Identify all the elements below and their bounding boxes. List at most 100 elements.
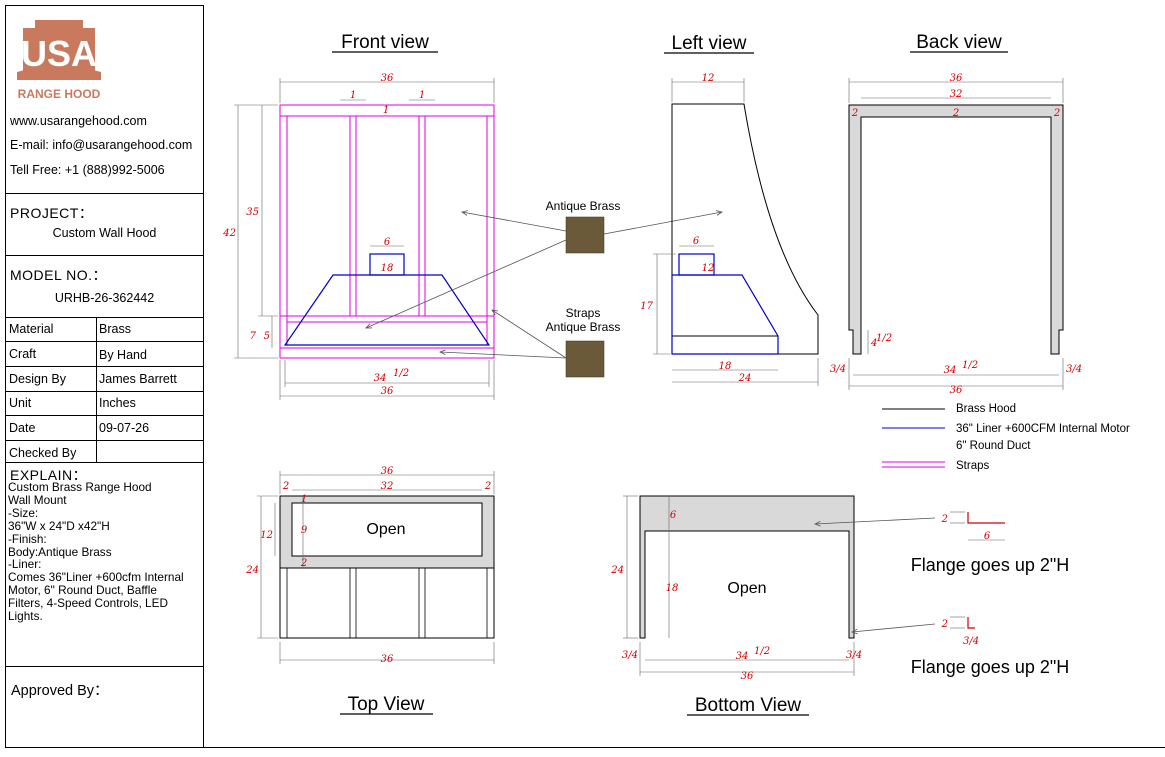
dim-left-depth-liner: 18 bbox=[719, 361, 732, 372]
spec-value-craft: By Hand bbox=[99, 348, 147, 362]
legend-liner-line2: 6" Round Duct bbox=[956, 440, 1031, 452]
dim-flange1-height: 2 bbox=[941, 514, 948, 525]
dim-back-width-bottom: 36 bbox=[950, 385, 963, 396]
model-value: URHB-26-362442 bbox=[54, 291, 155, 305]
dim-back-width-bottom-inner: 34 bbox=[944, 365, 957, 376]
spec-value-design-by: James Barrett bbox=[99, 372, 177, 386]
divider bbox=[6, 462, 203, 463]
bottom-view: Open 6 18 24 3/4 34 1/2 3/4 36 bbox=[610, 495, 936, 682]
divider bbox=[6, 193, 203, 194]
callout-antique-brass: Antique Brass bbox=[546, 199, 621, 213]
usa-range-hood-logo: USA RANGE HOOD bbox=[17, 20, 101, 101]
flange1-note: Flange goes up 2"H bbox=[911, 555, 1070, 575]
straps-brass-swatch bbox=[565, 340, 605, 378]
spec-key-checked-by: Checked By bbox=[9, 446, 77, 460]
dim-bottom-depth-6: 6 bbox=[670, 510, 677, 521]
flange2-note: Flange goes up 2"H bbox=[911, 657, 1070, 677]
dim-top-side-left: 2 bbox=[282, 481, 289, 492]
dim-front-height-7: 7 bbox=[250, 331, 257, 342]
divider bbox=[6, 255, 203, 256]
dim-bottom-width: 36 bbox=[741, 671, 754, 682]
dim-back-width-bottom-inner-fraction: 1/2 bbox=[962, 360, 978, 371]
spec-key-unit: Unit bbox=[9, 396, 32, 410]
explain-text: Custom Brass Range Hood Wall Mount -Size… bbox=[8, 480, 184, 624]
dim-top-width: 36 bbox=[381, 466, 394, 477]
top-view-title: Top View bbox=[348, 694, 425, 715]
dim-front-width-inner-fraction: 1/2 bbox=[393, 368, 409, 379]
dim-front-height-5: 5 bbox=[264, 331, 270, 342]
dim-back-width-top: 36 bbox=[950, 73, 963, 84]
back-view: 36 32 2 2 2 4 1/2 3/4 34 1/2 3/4 36 bbox=[830, 73, 1082, 396]
dim-bottom-width-inner-fraction: 1/2 bbox=[754, 646, 770, 657]
dim-front-liner-width: 18 bbox=[381, 263, 394, 274]
dim-bottom-width-inner: 34 bbox=[736, 651, 749, 662]
dim-top-depth-24: 24 bbox=[245, 565, 259, 576]
dim-back-side-right: 2 bbox=[1053, 108, 1060, 119]
dim-top-open-depth: 9 bbox=[301, 525, 308, 536]
dim-flange2-height: 2 bbox=[941, 619, 948, 630]
dim-front-width-top: 36 bbox=[381, 73, 394, 84]
logo-brand: USA bbox=[21, 33, 97, 74]
top-view: Open 36 32 2 2 1 9 2 12 24 36 bbox=[245, 466, 495, 665]
top-view-open-label: Open bbox=[366, 521, 405, 538]
approved-by-label: Approved By： bbox=[11, 683, 109, 699]
spec-key-craft: Craft bbox=[9, 347, 37, 361]
model-label: MODEL NO.： bbox=[10, 267, 108, 283]
divider bbox=[6, 440, 203, 441]
front-view: 36 1 1 1 42 35 7 5 6 18 34 1/2 36 bbox=[222, 73, 495, 400]
left-liner bbox=[671, 253, 779, 355]
dim-flange2-width: 3/4 bbox=[963, 636, 979, 647]
divider bbox=[6, 317, 203, 318]
dim-front-duct-width: 6 bbox=[384, 237, 391, 248]
dim-left-duct-depth: 12 bbox=[702, 263, 715, 274]
dim-front-width-inner: 34 bbox=[374, 373, 387, 384]
spec-value-unit: Inches bbox=[99, 396, 136, 410]
spec-key-date: Date bbox=[9, 421, 36, 435]
left-view: 12 6 12 17 18 24 bbox=[640, 73, 819, 386]
dim-back-side-left: 2 bbox=[851, 108, 858, 119]
hood-drawing: Front view Left view Back view Top View … bbox=[222, 32, 1130, 716]
callout-straps-line2: Antique Brass bbox=[546, 320, 621, 334]
title-block: USA RANGE HOOD www.usarangehood.com E-ma… bbox=[5, 5, 204, 748]
contact-email: E-mail: info@usarangehood.com bbox=[10, 138, 193, 152]
divider bbox=[6, 666, 203, 667]
back-view-title: Back view bbox=[916, 32, 1002, 53]
divider bbox=[6, 366, 203, 367]
dim-left-top-depth: 12 bbox=[702, 73, 715, 84]
line-legend: Brass Hood 36" Liner +600CFM Internal Mo… bbox=[882, 403, 1130, 472]
dim-top-front: 1 bbox=[301, 494, 307, 505]
legend-liner-line1: 36" Liner +600CFM Internal Motor bbox=[956, 423, 1130, 435]
dim-top-width-inner: 32 bbox=[381, 481, 394, 492]
dim-top-back: 2 bbox=[300, 558, 307, 569]
dim-left-depth-total: 24 bbox=[738, 373, 752, 384]
dim-front-height-total: 42 bbox=[222, 228, 236, 239]
divider bbox=[6, 391, 203, 392]
spec-key-design-by: Design By bbox=[9, 372, 66, 386]
spec-key-material: Material bbox=[9, 322, 54, 336]
callout-straps-line1: Straps bbox=[566, 306, 601, 320]
front-dimensions bbox=[234, 78, 495, 400]
contact-phone: Tell Free: +1 (888)992-5006 bbox=[10, 163, 165, 177]
dim-bottom-edge-right: 3/4 bbox=[846, 650, 862, 661]
table-column-divider bbox=[96, 317, 97, 462]
dim-back-edge-right: 3/4 bbox=[1066, 364, 1082, 375]
bottom-view-title: Bottom View bbox=[695, 695, 802, 716]
dim-back-center: 2 bbox=[952, 108, 959, 119]
view-titles: Front view Left view Back view Top View … bbox=[332, 32, 1008, 716]
logo-subtitle: RANGE HOOD bbox=[18, 87, 101, 101]
project-label: PROJECT： bbox=[10, 205, 94, 221]
dim-top-width-bottom: 36 bbox=[381, 654, 394, 665]
dim-back-notch-fraction: 1/2 bbox=[876, 333, 892, 344]
dim-left-duct-width: 6 bbox=[693, 236, 700, 247]
spec-value-date: 09-07-26 bbox=[99, 421, 150, 435]
spec-value-material: Brass bbox=[99, 322, 131, 336]
dim-top-depth-12: 12 bbox=[260, 530, 273, 541]
dim-back-notch: 4 bbox=[870, 338, 877, 349]
dim-bottom-edge-left: 3/4 bbox=[622, 650, 638, 661]
front-view-title: Front view bbox=[341, 32, 429, 53]
dim-left-height: 17 bbox=[640, 301, 653, 312]
dim-bottom-depth-18: 18 bbox=[666, 583, 679, 594]
legend-brass-hood: Brass Hood bbox=[956, 403, 1016, 415]
dim-flange1-width: 6 bbox=[984, 531, 991, 542]
dim-back-width-inner: 32 bbox=[950, 89, 963, 100]
